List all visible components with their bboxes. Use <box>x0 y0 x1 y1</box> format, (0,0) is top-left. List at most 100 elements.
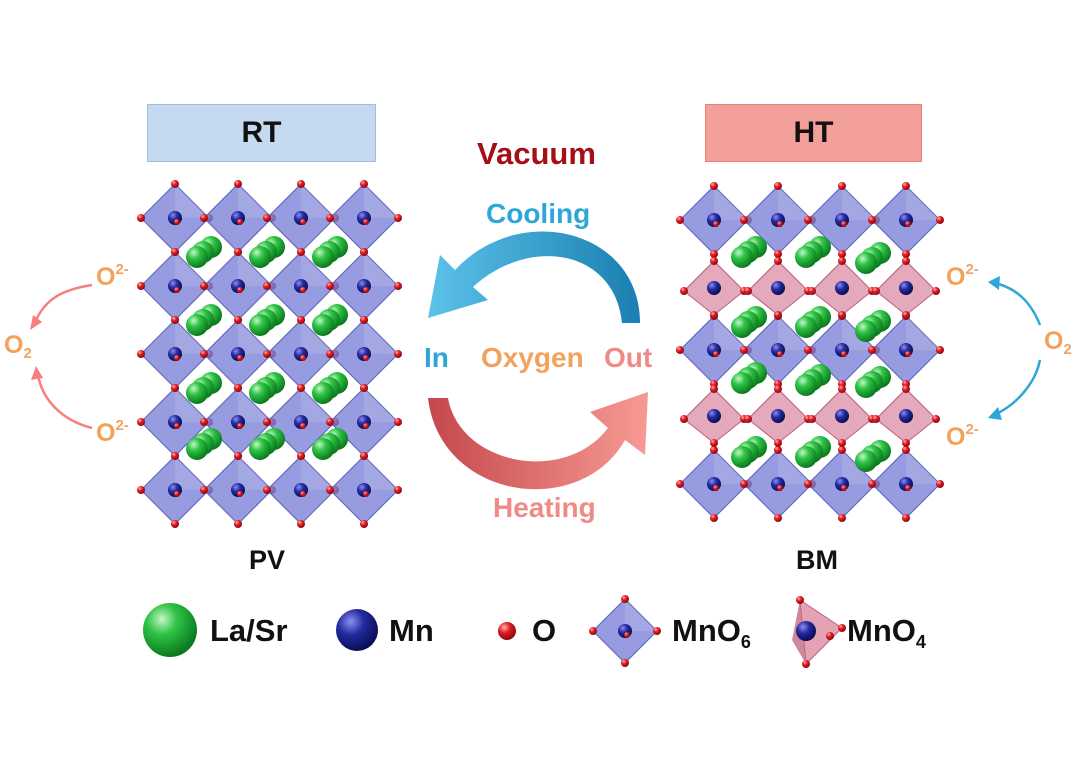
octahedron-facet <box>906 186 940 220</box>
o-atom <box>624 632 630 638</box>
o-atom <box>838 385 846 393</box>
o-atom <box>621 595 629 603</box>
o-atom <box>326 418 334 426</box>
o-atom <box>363 355 369 361</box>
o-atom <box>300 355 306 361</box>
la-sr-atom <box>731 246 753 268</box>
o-atom <box>902 385 910 393</box>
o-atom <box>936 346 944 354</box>
octahedron-facet <box>625 599 657 631</box>
la-sr-atom <box>186 382 208 404</box>
o-atom <box>174 355 180 361</box>
mn-atom <box>707 281 721 295</box>
o-atom <box>808 415 816 423</box>
legend-o-label: O <box>532 613 557 648</box>
o-atom <box>297 520 305 528</box>
octahedron-facet <box>842 186 876 220</box>
o-atom <box>740 346 748 354</box>
o-atom <box>653 627 661 635</box>
o-atom <box>171 180 179 188</box>
la-sr-atom <box>312 246 334 268</box>
o-atom <box>774 439 782 447</box>
cooling-arrow <box>428 231 640 323</box>
o-atom <box>171 520 179 528</box>
o-atom <box>200 418 208 426</box>
o-atom <box>932 415 940 423</box>
o-atom <box>174 491 180 497</box>
o-atom <box>868 480 876 488</box>
rt-box: RT <box>147 104 376 162</box>
o-atom <box>263 418 271 426</box>
o-atom <box>171 316 179 324</box>
o-atom <box>680 415 688 423</box>
oxygen-in-label: In <box>424 342 449 373</box>
o-atom <box>838 250 846 258</box>
o-atom <box>774 446 782 454</box>
o-atom <box>234 180 242 188</box>
octahedron-facet <box>238 388 272 422</box>
octahedron-facet <box>301 456 335 490</box>
o-atom <box>905 221 911 227</box>
o-atom <box>263 350 271 358</box>
mn-atom <box>771 281 785 295</box>
la-sr-atom <box>249 314 271 336</box>
o-atom <box>237 423 243 429</box>
o-atom <box>297 180 305 188</box>
o-atom <box>774 182 782 190</box>
octahedron-facet <box>301 184 335 218</box>
o-atom <box>137 486 145 494</box>
o-atom <box>774 311 782 319</box>
heating-arrow <box>428 392 648 490</box>
octahedron-facet <box>301 320 335 354</box>
o-atom <box>740 216 748 224</box>
la-sr-atom <box>312 382 334 404</box>
o-atom <box>360 452 368 460</box>
o-atom <box>680 287 688 295</box>
octahedron-facet <box>778 450 812 484</box>
mn-atom <box>771 409 785 423</box>
o-atom <box>326 350 334 358</box>
o-atom <box>905 351 911 357</box>
mn-atom <box>707 409 721 423</box>
o-atom <box>740 480 748 488</box>
legend-la-sr-icon <box>143 603 197 657</box>
ht-label: HT <box>793 116 834 149</box>
o-atom <box>804 480 812 488</box>
la-sr-atom <box>795 374 817 396</box>
mn-atom <box>796 621 816 641</box>
o-atom <box>200 214 208 222</box>
o-atom <box>774 250 782 258</box>
legend-o-icon <box>498 622 516 640</box>
o-atom <box>710 250 718 258</box>
o-atom <box>936 216 944 224</box>
o-atom <box>174 287 180 293</box>
octahedron-facet <box>175 388 209 422</box>
octahedron-facet <box>175 320 209 354</box>
octahedron-facet <box>301 388 335 422</box>
la-sr-atom <box>731 372 753 394</box>
o-atom <box>676 480 684 488</box>
bm-lattice <box>676 182 944 522</box>
o-atom <box>774 257 782 265</box>
la-sr-atom <box>855 252 877 274</box>
o-atom <box>838 439 846 447</box>
o-atom <box>713 351 719 357</box>
legend-mno6-label: MnO6 <box>672 613 751 652</box>
o-atom <box>300 423 306 429</box>
o-atom <box>621 659 629 667</box>
o-atom <box>774 385 782 393</box>
o-atom <box>838 514 846 522</box>
o-atom <box>841 485 847 491</box>
right-ion-arrow-bottom <box>995 359 1042 416</box>
o-atom <box>868 346 876 354</box>
o-atom <box>237 219 243 225</box>
legend-mno6-icon <box>589 595 661 667</box>
left-ion-arrowhead-top <box>30 315 42 330</box>
octahedron-facet <box>238 456 272 490</box>
la-sr-atom <box>312 314 334 336</box>
la-sr-atom <box>249 246 271 268</box>
o-atom <box>710 514 718 522</box>
o-atom <box>676 216 684 224</box>
o-atom <box>589 627 597 635</box>
o-atom <box>237 287 243 293</box>
